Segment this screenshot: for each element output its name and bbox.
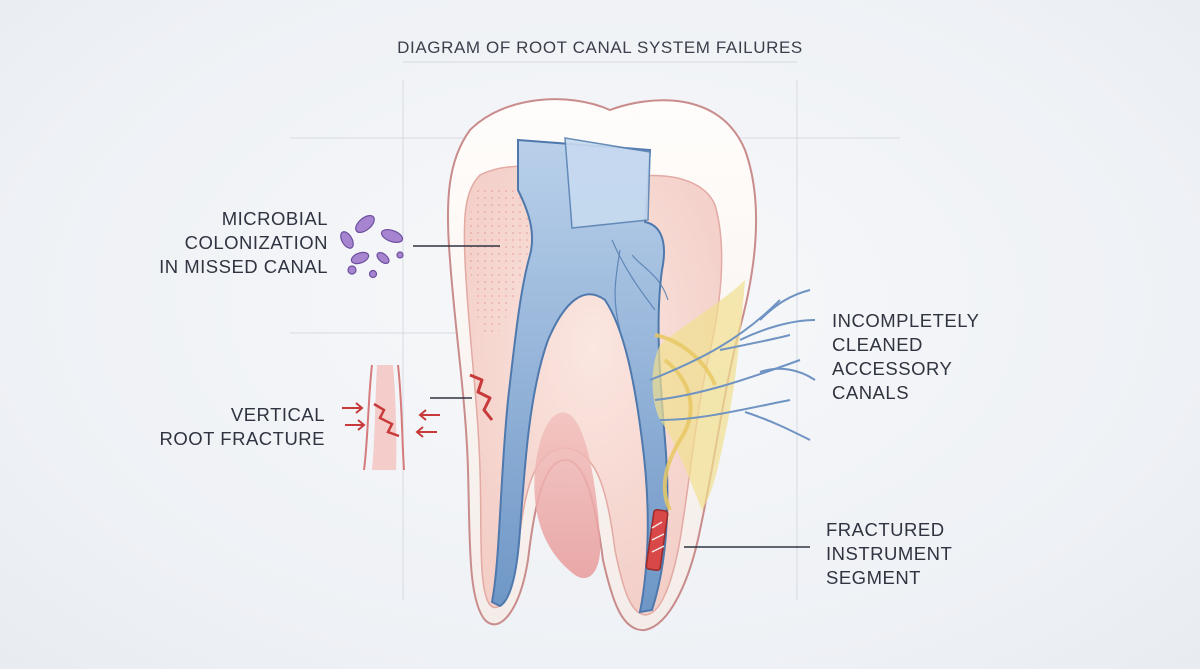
accessory-canal-region — [652, 280, 745, 510]
microbial-zone — [469, 185, 530, 336]
access-cavity — [564, 137, 651, 229]
bacteria-icon — [340, 214, 404, 279]
fractured-instrument — [645, 508, 669, 572]
pulp-branches — [611, 239, 669, 331]
accessory-canals — [649, 289, 816, 441]
label-microbial-colonization: MICROBIAL COLONIZATION IN MISSED CANAL — [159, 208, 328, 277]
fracture-inset-icon — [342, 364, 440, 471]
label-fractured-instrument: FRACTURED INSTRUMENT SEGMENT — [826, 519, 953, 588]
label-accessory-canals: INCOMPLETELY CLEANED ACCESSORY CANALS — [832, 310, 980, 403]
accessory-yellow-strands — [654, 333, 717, 511]
pulp-chamber — [490, 138, 669, 614]
leader-lines — [413, 245, 810, 548]
interradicular-area — [534, 412, 601, 579]
label-vertical-root-fracture: VERTICAL ROOT FRACTURE — [159, 404, 325, 449]
root-fracture-crack — [469, 373, 494, 421]
diagram-title: DIAGRAM OF ROOT CANAL SYSTEM FAILURES — [397, 38, 803, 57]
